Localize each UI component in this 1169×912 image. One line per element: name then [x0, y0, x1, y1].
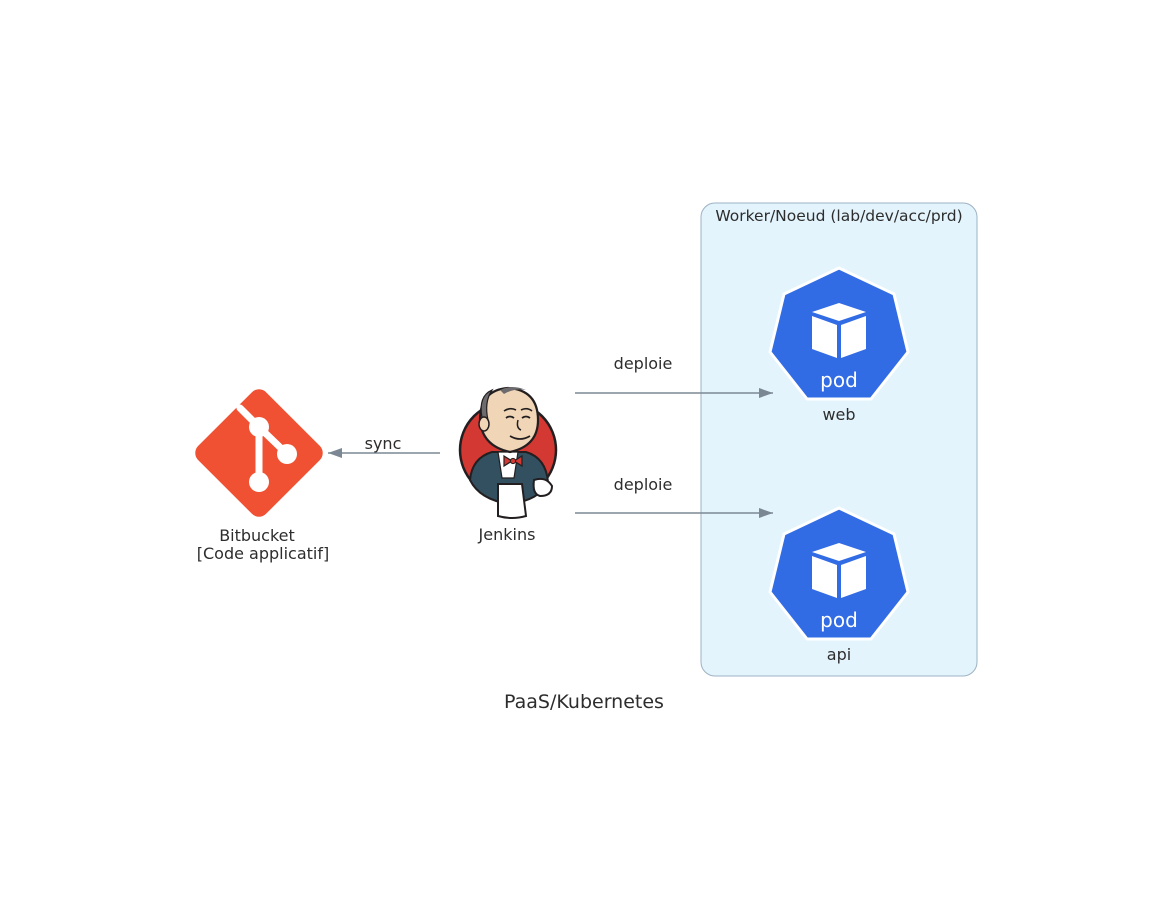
edge-deploie-api: deploie — [575, 475, 773, 518]
jenkins-icon — [458, 386, 558, 519]
web-label: web — [822, 405, 855, 424]
cluster-label: Worker/Noeud (lab/dev/acc/prd) — [715, 207, 962, 225]
diagram-title: PaaS/Kubernetes — [504, 691, 664, 713]
cluster-worker-node: Worker/Noeud (lab/dev/acc/prd) — [700, 202, 978, 677]
k8s-pod-icon: pod — [768, 266, 910, 401]
edge-sync: sync — [328, 434, 440, 458]
k8s-pod-icon: pod — [768, 506, 910, 641]
pod-text: pod — [820, 368, 858, 392]
node-bitbucket: Bitbucket [Code applicatif] — [195, 389, 330, 563]
edge-sync-label: sync — [365, 434, 402, 453]
edge-deploie-api-label: deploie — [614, 475, 673, 494]
edge-deploie-web-label: deploie — [614, 354, 673, 373]
git-icon — [195, 389, 323, 517]
cluster-box — [700, 202, 978, 677]
pod-text: pod — [820, 608, 858, 632]
edge-deploie-web: deploie — [575, 354, 773, 398]
node-api: pod api — [768, 506, 910, 664]
node-jenkins: Jenkins — [458, 386, 558, 544]
api-label: api — [827, 645, 851, 664]
jenkins-label: Jenkins — [478, 525, 536, 544]
bitbucket-label-line2: [Code applicatif] — [197, 544, 330, 563]
node-web: pod web — [768, 266, 910, 424]
bitbucket-label-line1: Bitbucket — [219, 526, 295, 545]
